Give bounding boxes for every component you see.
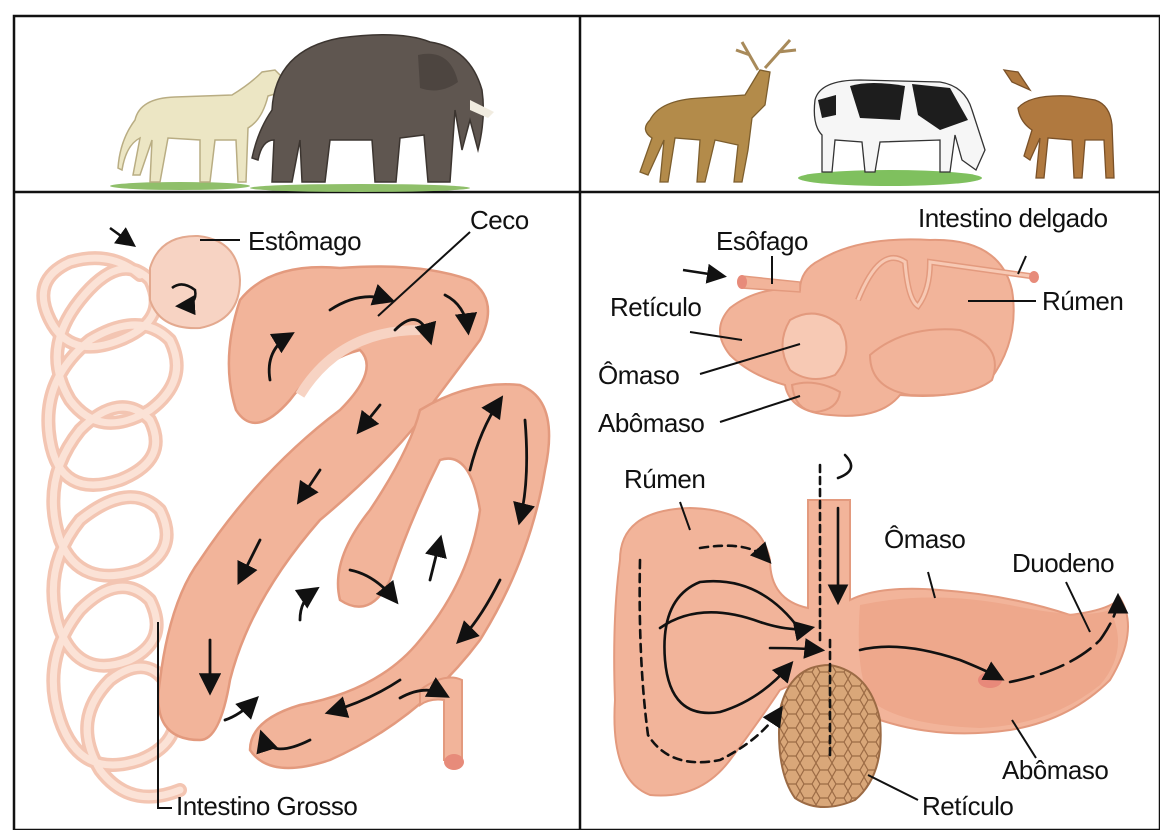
label-duodenum: Duodeno bbox=[1012, 550, 1114, 576]
fawn-illustration bbox=[1004, 70, 1114, 178]
cow-illustration bbox=[798, 80, 985, 186]
label-omasum-top: Ômaso bbox=[598, 362, 679, 388]
horse-stomach bbox=[110, 228, 240, 328]
label-abomasum-bottom: Abômaso bbox=[1002, 757, 1108, 783]
label-omasum-bottom: Ômaso bbox=[884, 526, 965, 552]
label-rumen-bottom: Rúmen bbox=[624, 466, 705, 492]
label-rumen-top: Rúmen bbox=[1042, 288, 1123, 314]
label-esophagus: Esôfago bbox=[716, 228, 808, 254]
label-stomach: Estômago bbox=[248, 228, 361, 254]
label-cecum: Ceco bbox=[470, 207, 529, 233]
label-reticulum-top: Retículo bbox=[610, 294, 701, 320]
horse-cecum-and-colon bbox=[158, 267, 549, 771]
label-large-intestine: Intestino Grosso bbox=[176, 793, 357, 819]
elephant-illustration bbox=[250, 35, 494, 192]
ruminant-stomach-external bbox=[683, 239, 1039, 415]
label-abomasum-top: Abômaso bbox=[598, 410, 704, 436]
deer-illustration bbox=[640, 40, 796, 182]
label-small-intestine: Intestino delgado bbox=[918, 205, 1108, 231]
label-reticulum-bottom: Retículo bbox=[922, 793, 1013, 819]
